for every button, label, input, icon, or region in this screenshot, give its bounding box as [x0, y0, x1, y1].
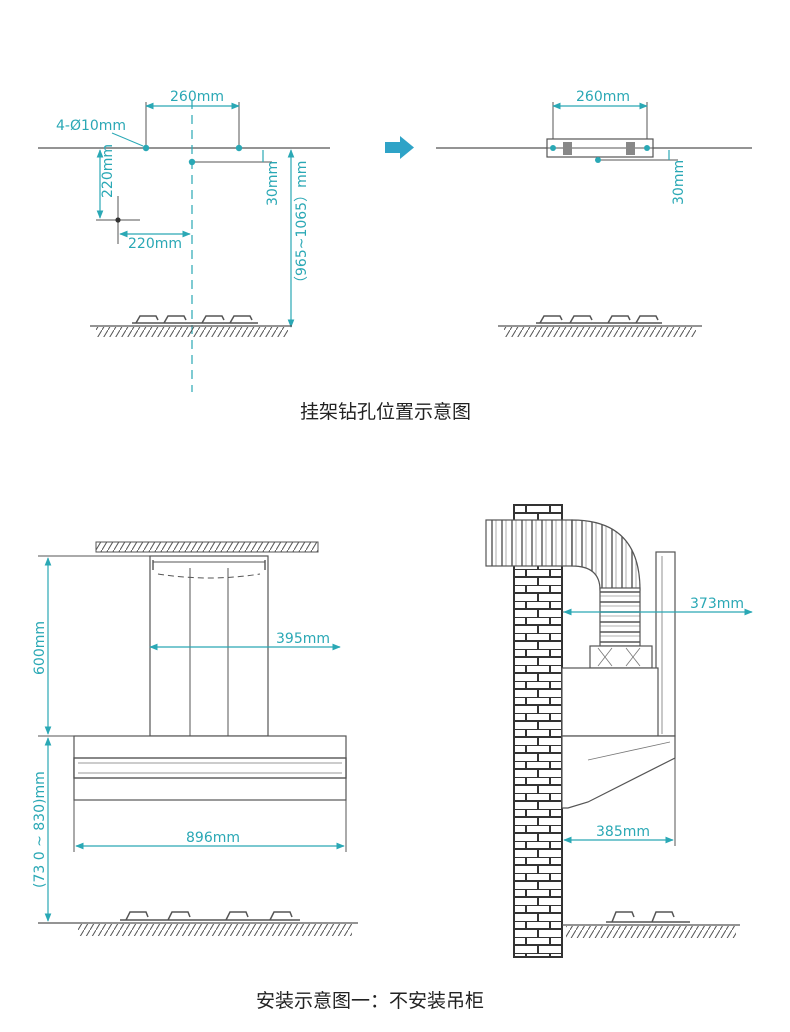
side-view-diagram: 373mm 385mm [485, 504, 753, 958]
gas-hob-front [120, 911, 300, 921]
drill-hole-center [188, 158, 196, 166]
mount-height-label: (73 0 ~ 830)mm [32, 771, 48, 888]
right-arrow-icon [385, 136, 414, 159]
chimney-height-label: 600mm [32, 621, 48, 675]
chimney-width-label: 395mm [276, 631, 330, 647]
hole-spec-label: 4-Ø10mm [56, 118, 126, 134]
bracket-drop-label: 30mm [671, 160, 687, 205]
drill-hole-diagram-right: 260mm 30mm [436, 89, 752, 337]
chimney-cover [149, 555, 269, 737]
front-view-diagram: 395mm 600mm 896mm (73 0 ~ 830)mm [32, 541, 358, 936]
wall-bracket [546, 138, 654, 158]
gas-hob-right-top [536, 315, 662, 324]
hole-spacing-label: 260mm [170, 89, 224, 105]
vertical-offset-label: 220mm [100, 144, 116, 198]
drill-hole-left [142, 144, 150, 152]
bracket-width-label: 260mm [576, 89, 630, 105]
drill-hole-right [235, 144, 243, 152]
bottom-caption: 安装示意图一：不安装吊柜 [256, 990, 484, 1012]
hood-body [73, 735, 347, 801]
gas-hob-left-top [132, 315, 258, 324]
top-caption: 挂架钻孔位置示意图 [300, 401, 471, 423]
drill-hole-diagram-left: 260mm 4-Ø10mm 220mm 220mm 30mm （965~1065… [38, 89, 330, 392]
flexible-exhaust-duct [485, 519, 641, 647]
bracket-center-hole [595, 157, 601, 163]
hole-drop-label: 30mm [265, 161, 281, 206]
brick-wall [513, 504, 563, 958]
motor-housing [561, 667, 659, 737]
hood-panel-side [561, 735, 676, 809]
reference-point [115, 217, 121, 223]
horizontal-offset-label: 220mm [128, 236, 182, 252]
gas-hob-side [606, 911, 690, 923]
height-range-label: （965~1065）mm [294, 161, 310, 290]
bottom-depth-label: 385mm [596, 824, 650, 840]
body-width-label: 896mm [186, 830, 240, 846]
top-depth-label: 373mm [690, 596, 744, 612]
